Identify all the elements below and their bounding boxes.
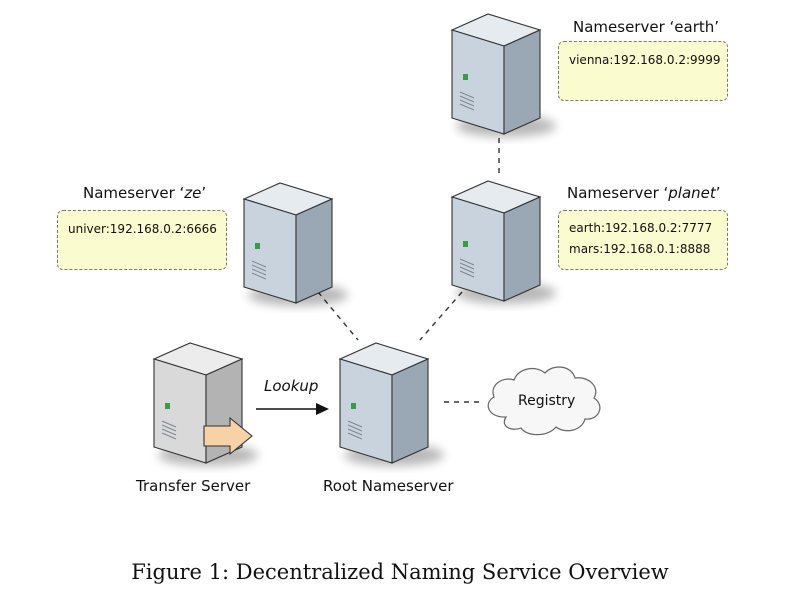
title-suffix: ’ <box>714 18 720 36</box>
edge-planet-root <box>419 291 463 341</box>
lookup-arrow <box>256 403 329 415</box>
registry-entry: vienna:192.168.0.2:9999 <box>569 53 721 67</box>
nameserver-ze-note: univer:192.168.0.2:6666 <box>57 210 227 270</box>
registry-entry: mars:192.168.0.1:8888 <box>569 242 711 256</box>
title-name: earth <box>674 18 715 36</box>
nameserver-planet-title: Nameserver ‘planet’ <box>567 184 721 202</box>
figure-caption: Figure 1: Decentralized Naming Service O… <box>131 560 669 584</box>
nameserver-earth-title: Nameserver ‘earth’ <box>573 18 719 36</box>
title-name: planet <box>668 184 716 202</box>
title-suffix: ’ <box>201 184 207 202</box>
root-nameserver-icon <box>338 342 444 466</box>
nameserver-ze-title: Nameserver ‘ze’ <box>83 184 206 202</box>
nameserver-earth-note: vienna:192.168.0.2:9999 <box>558 41 728 101</box>
title-name: ze <box>184 184 202 202</box>
transfer-server-label: Transfer Server <box>136 477 251 495</box>
transfer-server-icon <box>152 342 258 466</box>
title-prefix: Nameserver ‘ <box>567 184 669 202</box>
nameserver-ze-icon <box>242 182 348 306</box>
nameserver-planet-icon <box>450 180 556 304</box>
registry-label: Registry <box>518 393 576 409</box>
title-prefix: Nameserver ‘ <box>573 18 675 36</box>
registry-entry: earth:192.168.0.2:7777 <box>569 221 713 235</box>
root-nameserver-label: Root Nameserver <box>323 477 454 495</box>
lookup-label: Lookup <box>264 377 319 395</box>
nameserver-earth-icon <box>450 13 556 137</box>
registry-entry: univer:192.168.0.2:6666 <box>68 222 217 236</box>
title-suffix: ’ <box>715 184 721 202</box>
arrow-right-icon <box>203 416 253 456</box>
title-prefix: Nameserver ‘ <box>83 184 185 202</box>
nameserver-planet-note: earth:192.168.0.2:7777 mars:192.168.0.1:… <box>558 210 728 270</box>
cloud-icon <box>487 366 601 436</box>
